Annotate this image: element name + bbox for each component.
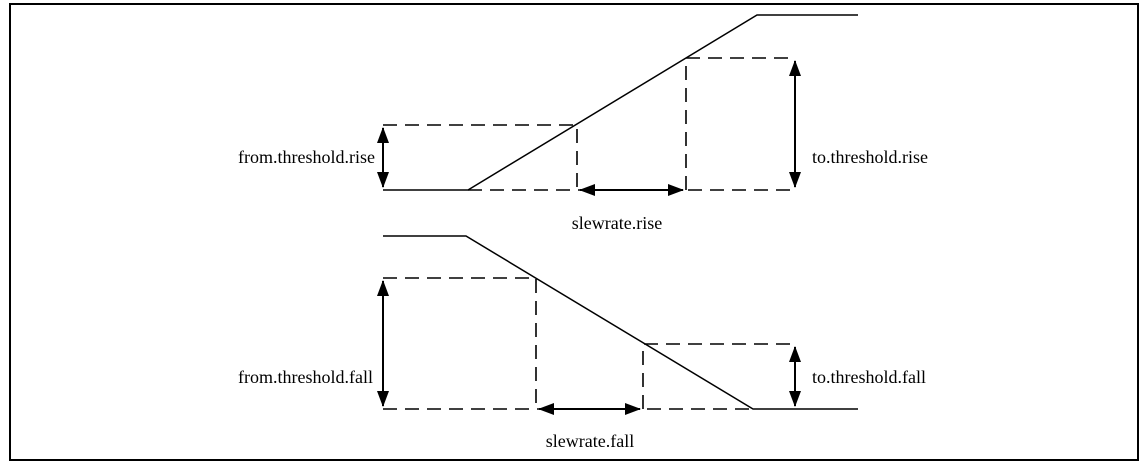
- from-threshold-fall-label: from.threshold.fall: [238, 367, 373, 387]
- to-threshold-fall-label: to.threshold.fall: [812, 367, 926, 387]
- fall-section: from.threshold.fall to.threshold.fall sl…: [238, 235, 926, 451]
- to-threshold-rise-label: to.threshold.rise: [812, 147, 928, 167]
- from-threshold-rise-box: [383, 124, 578, 190]
- falling-waveform: [383, 235, 858, 410]
- rising-waveform: [383, 14, 858, 191]
- diagram-frame: [9, 3, 1139, 461]
- to-threshold-rise-box: [685, 57, 795, 190]
- rise-section: from.threshold.rise to.threshold.rise sl…: [238, 14, 928, 233]
- from-threshold-rise-label: from.threshold.rise: [238, 147, 375, 167]
- from-threshold-fall-box: [383, 277, 537, 409]
- slewrate-rise-label: slewrate.rise: [572, 213, 662, 233]
- to-threshold-fall-box: [642, 343, 795, 409]
- slewrate-fall-label: slewrate.fall: [546, 431, 634, 451]
